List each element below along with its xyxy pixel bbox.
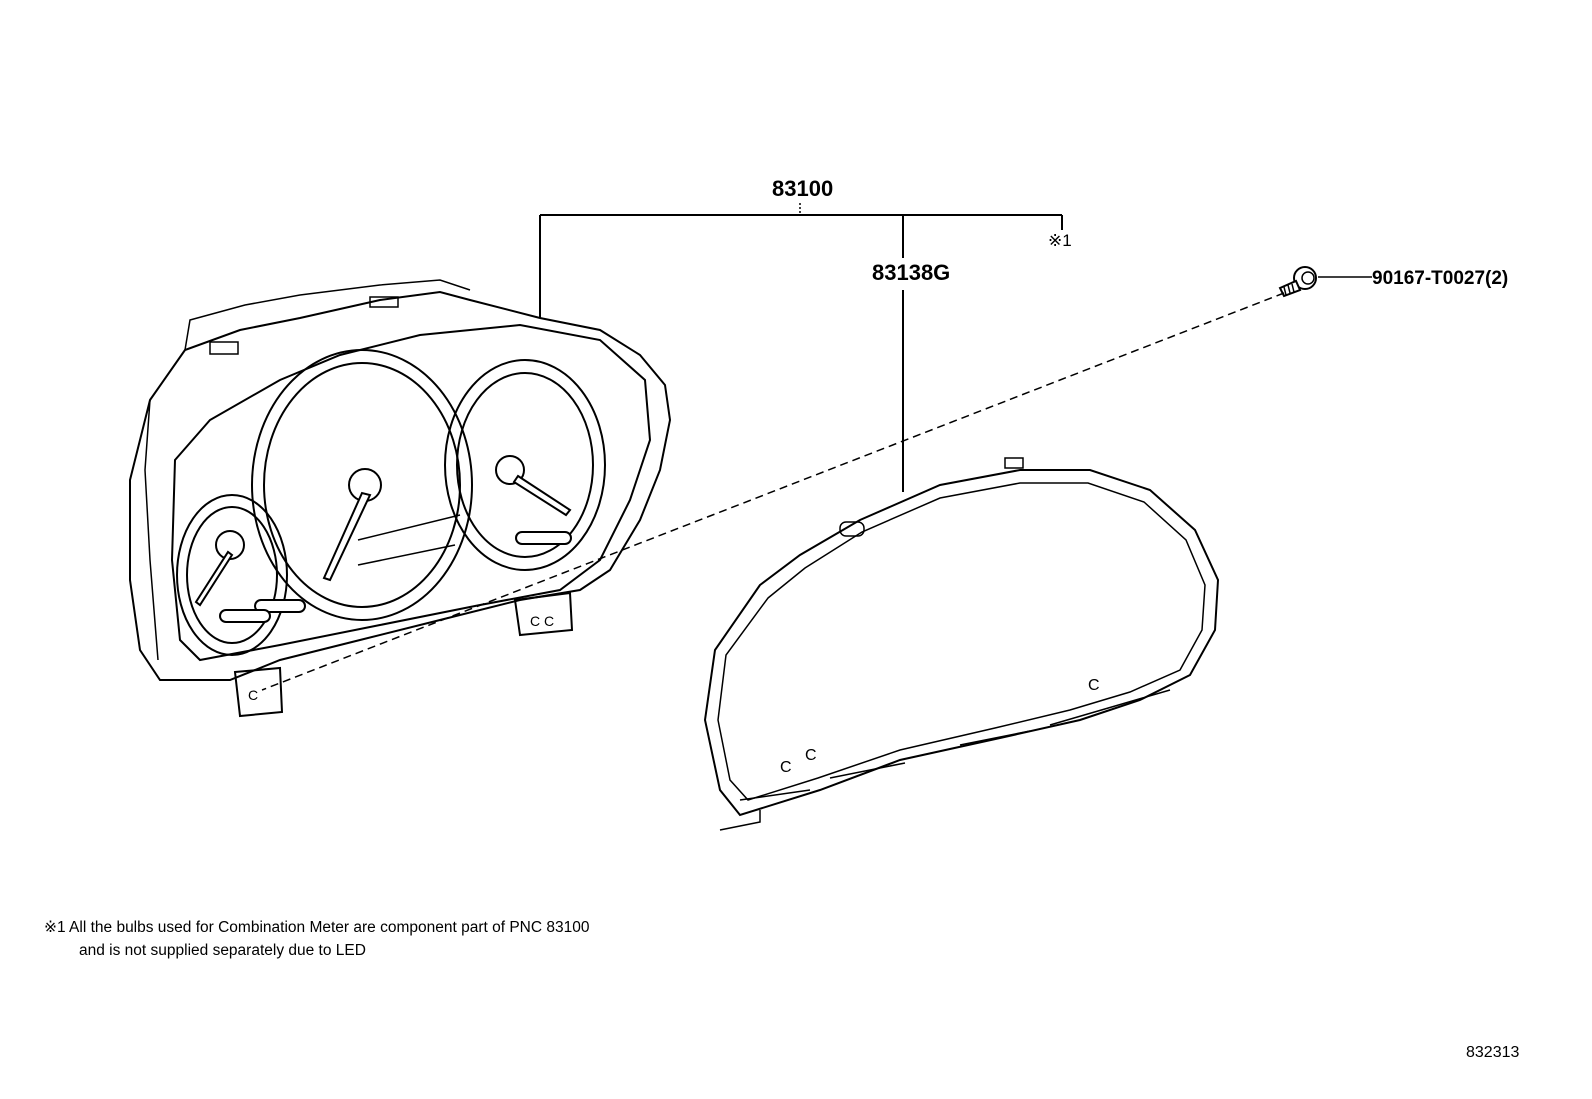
footnote-line-1: ※1 All the bulbs used for Combination Me… — [44, 919, 590, 936]
screw-icon — [1278, 266, 1317, 298]
svg-text:C C: C C — [530, 613, 554, 629]
svg-text:C: C — [780, 759, 792, 776]
label-note-ref: ※1 — [1048, 231, 1072, 250]
label-83138g: 83138G — [872, 260, 950, 285]
svg-text:C: C — [248, 687, 258, 703]
alignment-line — [261, 292, 1285, 691]
footnote-line-2: and is not supplied separately due to LE… — [79, 942, 366, 959]
svg-text:C: C — [1088, 677, 1100, 694]
label-screw: 90167-T0027(2) — [1372, 268, 1508, 289]
meter-glass-drawing: C C C — [703, 457, 1220, 831]
label-83100: 83100 — [772, 176, 833, 201]
leader-lines — [539, 203, 1372, 492]
illustration-id: 832313 — [1466, 1044, 1519, 1061]
combination-meter-drawing: C C C — [129, 279, 672, 718]
svg-text:C: C — [805, 747, 817, 764]
